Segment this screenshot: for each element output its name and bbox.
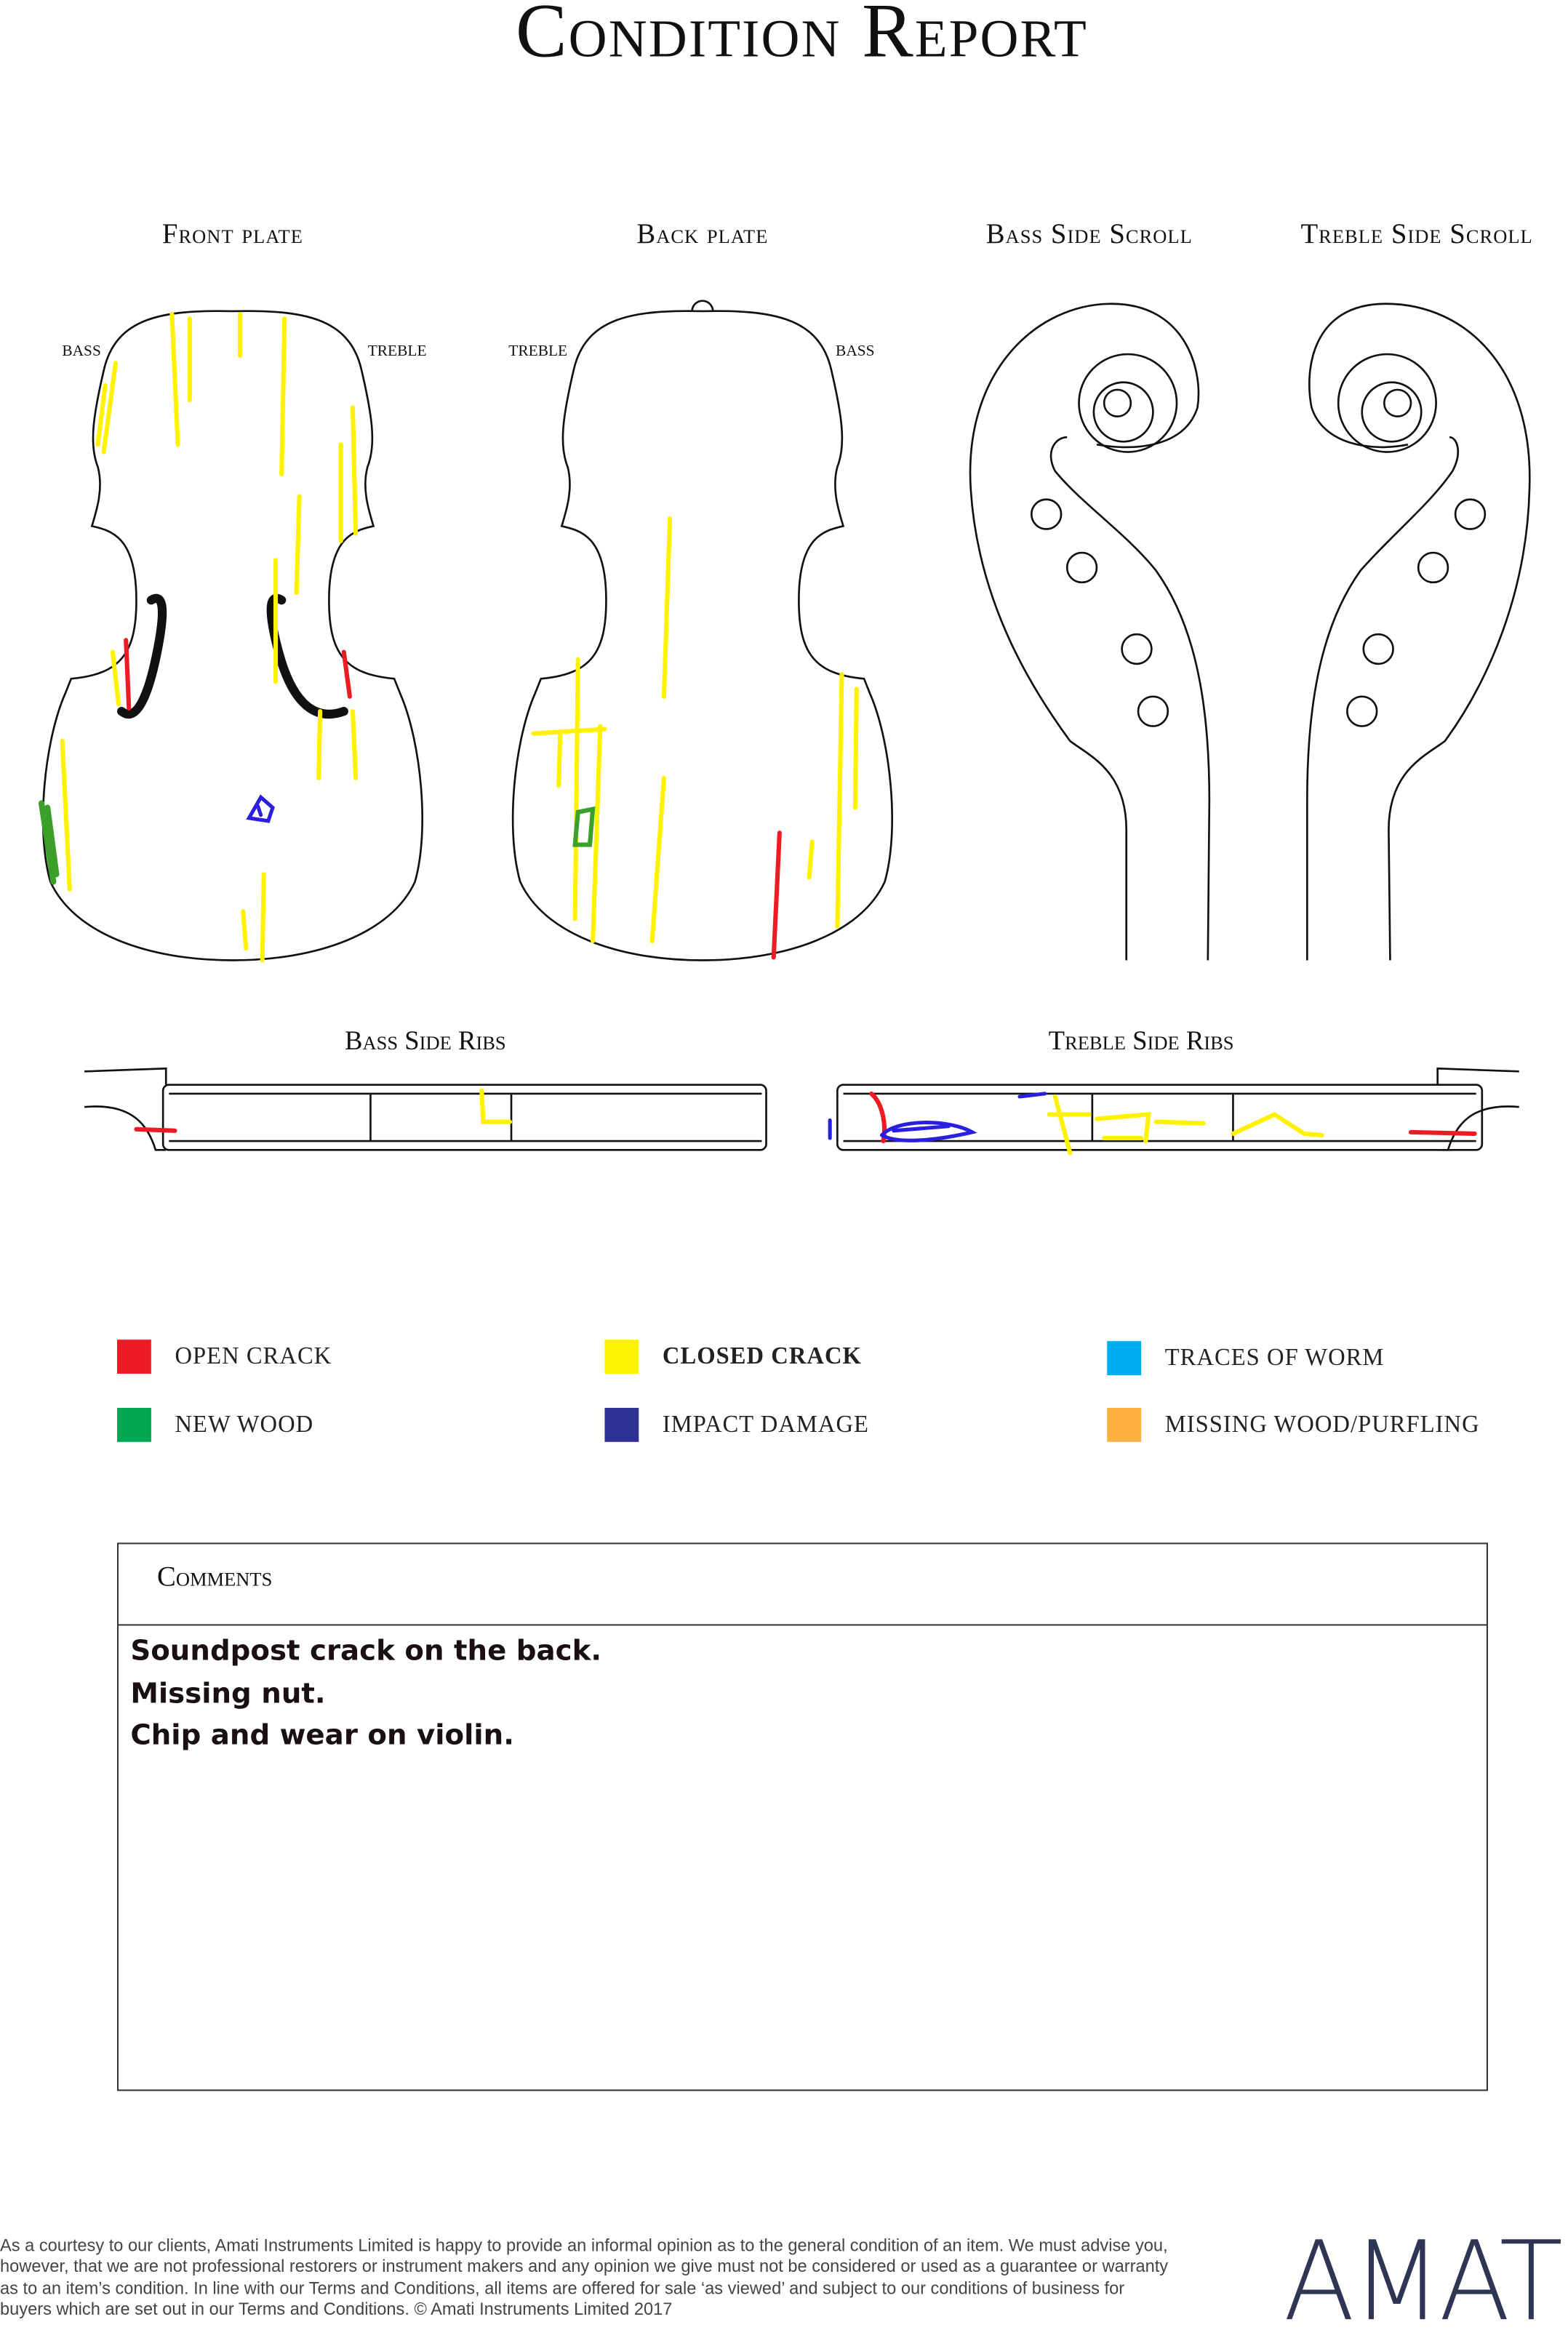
condition-diagram (38, 300, 1531, 1156)
bass-ribs-outline (84, 1067, 767, 1151)
legend-closed-crack: Closed crack (604, 1340, 861, 1374)
amati-logo: AMATI (1283, 2218, 1568, 2346)
legend-new-wood: New wood (116, 1407, 314, 1442)
bass-scroll-label: Bass Side Scroll (985, 219, 1193, 251)
page-title: Condition Report (515, 0, 1088, 74)
comments-text: Soundpost crack on the back. Missing nut… (130, 1630, 601, 1757)
bass-scroll-outline (969, 303, 1211, 961)
bass-ribs-label: Bass Side Ribs (345, 1025, 506, 1055)
impact-swatch (604, 1407, 639, 1442)
front-plate-outline (41, 310, 424, 961)
new-wood-marks (38, 800, 596, 885)
legend-label: Closed crack (662, 1342, 862, 1369)
legend-label: Missing wood/purfling (1164, 1411, 1480, 1438)
legend-open-crack: Open crack (116, 1340, 332, 1374)
comment-line: Chip and wear on violin. (130, 1718, 514, 1752)
closed-crack-swatch (604, 1340, 639, 1374)
new-wood-swatch (116, 1407, 151, 1442)
legend-label: Traces of worm (1164, 1344, 1385, 1371)
front-treble-label: treble (367, 343, 427, 361)
closed-crack-marks (60, 311, 1324, 1156)
legend-impact-damage: Impact damage (604, 1407, 870, 1442)
legend-label: New wood (175, 1411, 314, 1438)
missing-wood-swatch (1107, 1407, 1142, 1442)
back-plate-label: Back plate (636, 219, 769, 251)
comments-header: Comments (119, 1544, 1487, 1626)
legend-missing-wood: Missing wood/purfling (1107, 1407, 1480, 1442)
front-bass-label: bass (62, 343, 101, 361)
comments-box: Comments Soundpost crack on the back. Mi… (116, 1542, 1488, 2091)
disclaimer-text: As a courtesy to our clients, Amati Inst… (0, 2236, 1169, 2320)
legend-label: Open crack (175, 1342, 332, 1369)
worm-swatch (1107, 1341, 1142, 1376)
comment-line: Missing nut. (130, 1676, 326, 1710)
comments-title: Comments (157, 1561, 273, 1593)
treble-scroll-outline (1306, 303, 1531, 961)
legend-label: Impact damage (662, 1411, 870, 1438)
comment-line: Soundpost crack on the back. (130, 1634, 602, 1668)
front-plate-label: Front plate (161, 219, 303, 251)
treble-scroll-label: Treble Side Scroll (1300, 219, 1533, 251)
impact-damage-marks (246, 794, 1047, 1142)
back-treble-label: treble (508, 343, 568, 361)
open-crack-marks (124, 638, 1477, 1144)
treble-ribs-label: Treble Side Ribs (1048, 1025, 1234, 1055)
back-plate-outline (511, 300, 894, 961)
legend-traces-of-worm: Traces of worm (1107, 1341, 1385, 1376)
back-bass-label: bass (836, 343, 875, 361)
open-crack-swatch (116, 1340, 151, 1374)
